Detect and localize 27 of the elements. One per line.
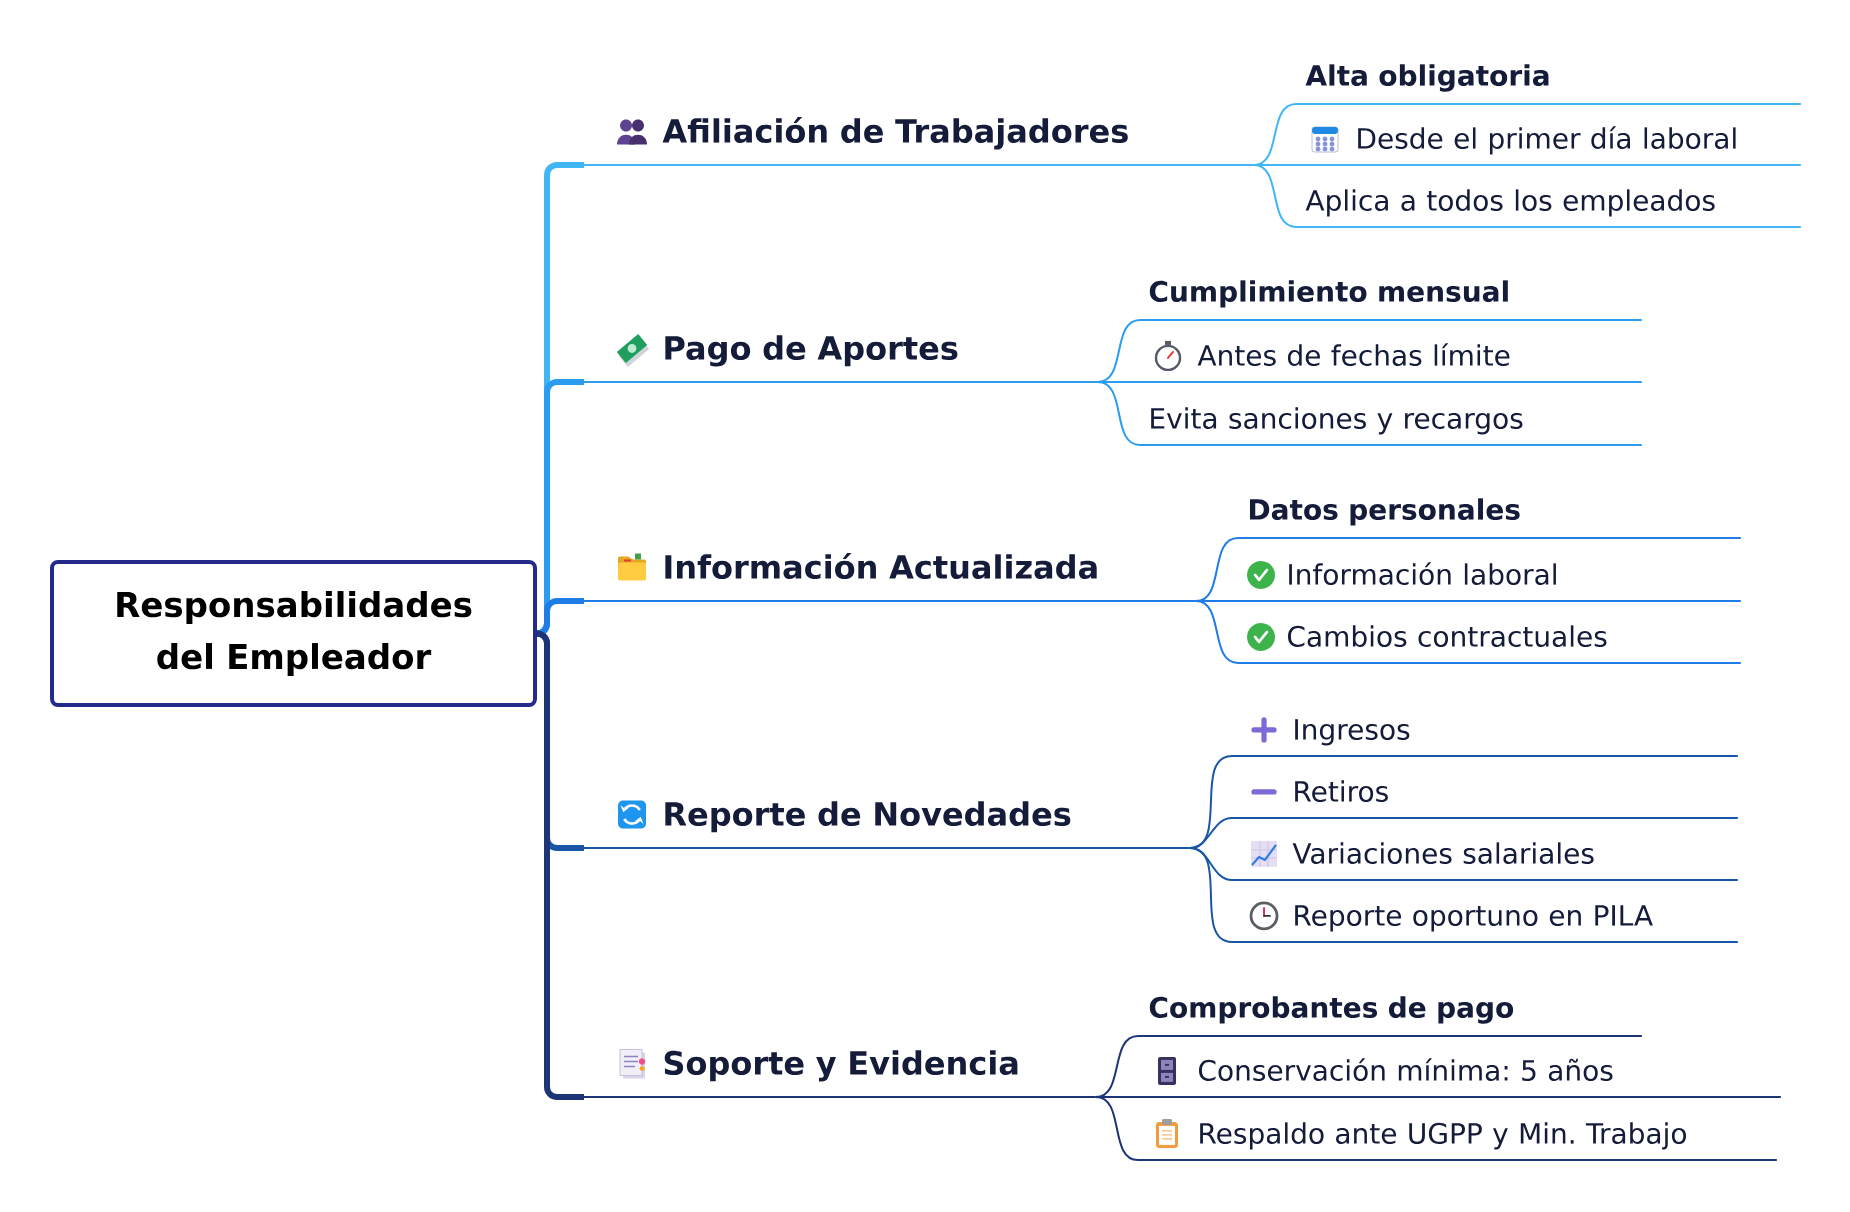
branch-line (1094, 1096, 1139, 1161)
subtopic-label: Datos personales (1237, 498, 1742, 539)
subtopic-label: Conservación mínima: 5 años (1137, 1058, 1782, 1098)
subtopic-label: Comprobantes de pago (1137, 996, 1643, 1037)
subtopic-label: Cumplimiento mensual (1139, 280, 1643, 321)
subtopic-label: Evita sanciones y recargos (1139, 407, 1643, 446)
subtopic-label: Respaldo ante UGPP y Min. Trabajo (1137, 1122, 1778, 1161)
subtopic-label: Cambios contractuales (1237, 625, 1742, 664)
subtopic-label: Retiros (1231, 780, 1739, 819)
subtopic-label: Información laboral (1237, 562, 1742, 602)
topic-label: Pago de Aportes (583, 335, 1099, 383)
subtopic-label: Ingresos (1231, 719, 1739, 757)
subtopic-label: Antes de fechas límite (1139, 343, 1643, 383)
topic-label: Información Actualizada (583, 553, 1197, 602)
branch-line (1096, 381, 1141, 446)
branch-line (1188, 847, 1233, 943)
subtopic-label: Reporte oportuno en PILA (1231, 905, 1739, 943)
topic-label: Afiliación de Trabajadores (583, 117, 1255, 166)
topic-label: Reporte de Novedades (583, 801, 1191, 849)
branch-line (1194, 600, 1239, 664)
subtopic-label: Variaciones salariales (1231, 842, 1739, 881)
subtopic-label: Aplica a todos los empleados (1295, 189, 1802, 228)
subtopic-label: Desde el primer día laboral (1295, 126, 1802, 166)
branch-line (1252, 164, 1297, 228)
central-topic-box: Responsabilidades del Empleador (50, 560, 537, 707)
topic-label: Soporte y Evidencia (583, 1050, 1097, 1098)
subtopic-label: Alta obligatoria (1295, 64, 1802, 105)
